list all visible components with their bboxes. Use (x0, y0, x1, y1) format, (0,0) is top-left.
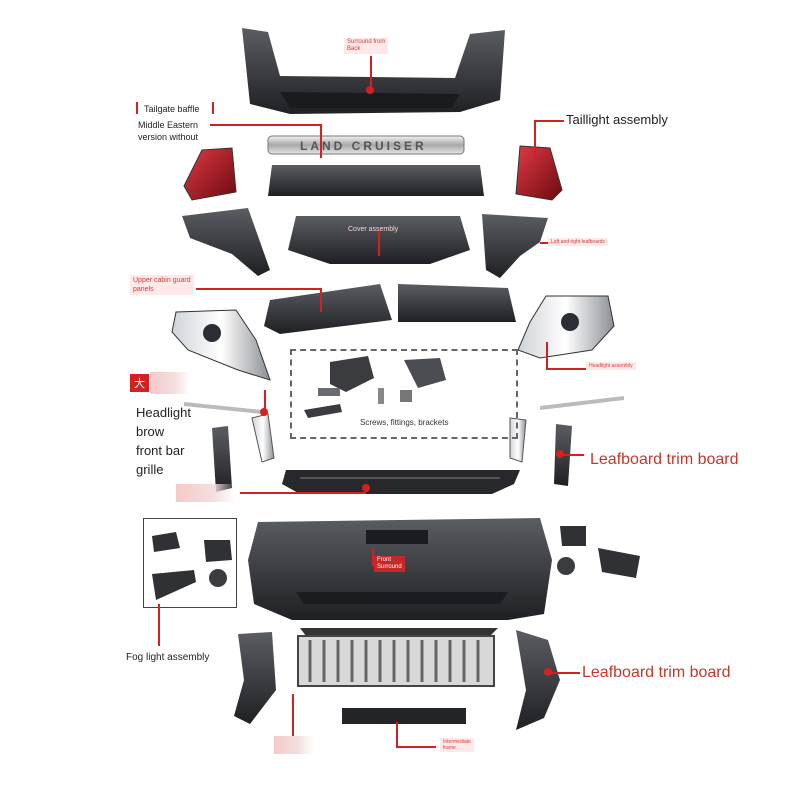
callout-line (158, 604, 160, 646)
tag-red: 大 (130, 374, 149, 392)
label-middle-eastern: Middle Eastern version without (138, 120, 199, 142)
callout-line (320, 288, 322, 312)
hardware-dashed-box (290, 349, 518, 439)
main-grille (297, 635, 495, 687)
label-leafboard-trim-1: Leafboard trim board (590, 451, 739, 468)
leafboard-trim-left (212, 426, 232, 492)
rear-fender-right (482, 214, 548, 278)
callout-dot (362, 484, 370, 492)
label-leafboard-trim-2: Leafboard trim board (582, 664, 731, 681)
callout-line (550, 672, 580, 674)
callout-line (396, 746, 436, 748)
headlight-left (171, 309, 271, 381)
label-cover: Cover assembly (348, 226, 399, 233)
label-leafboards-small: Left and right leafboards (548, 238, 608, 246)
rear-fender-left (182, 208, 270, 276)
label-accent-bar (136, 102, 138, 114)
callout-line (372, 548, 374, 566)
lower-leafboard-right (516, 630, 560, 730)
callout-line (370, 56, 372, 90)
label-blur (176, 484, 236, 502)
drl-right (509, 417, 527, 463)
hardware-brackets (304, 356, 446, 418)
callout-line (378, 230, 380, 256)
fog-light-kit-right (557, 526, 640, 578)
taillight-left (183, 147, 237, 201)
callout-line (292, 694, 294, 736)
intermediate-frame (342, 708, 466, 724)
brow-left (184, 402, 262, 414)
callout-dot (556, 450, 564, 458)
label-front-surround: Front Surround (374, 556, 405, 572)
callout-line (240, 492, 366, 494)
taillight-right (515, 145, 563, 201)
brow-right (540, 396, 624, 410)
label-taillight: Taillight assembly (566, 112, 668, 127)
headlight-right (517, 295, 615, 359)
rear-bumper (242, 28, 505, 114)
fog-light-kit-left (152, 532, 232, 600)
callout-line (534, 120, 564, 122)
callout-dot (260, 408, 268, 416)
front-bar-grille (282, 470, 520, 494)
upper-cabin-guard-right (398, 284, 516, 322)
callout-line (396, 722, 398, 746)
callout-line (534, 120, 536, 162)
callout-line (196, 288, 322, 290)
lower-leafboard-left (234, 632, 276, 724)
front-bumper (248, 518, 552, 636)
callout-dot (366, 86, 374, 94)
label-intermediate: Intermediate frame (440, 738, 474, 752)
callout-line (210, 124, 320, 126)
callout-line (546, 342, 548, 368)
label-tailgate-baffle: Tailgate baffle (144, 104, 200, 114)
callout-line (562, 454, 584, 456)
label-headlight-group: Headlight brow front bar grille (136, 405, 191, 477)
callout-line (546, 368, 586, 370)
callout-line (320, 124, 322, 158)
callout-line (264, 390, 266, 410)
callout-dot (544, 668, 552, 676)
label-surround-rear: Surround from Back (344, 38, 389, 54)
label-screws: Screws, fittings, brackets (360, 418, 449, 427)
drl-left (251, 413, 275, 463)
label-fog-light: Fog light assembly (126, 652, 210, 663)
tailgate-baffle-plate (268, 165, 484, 196)
tag-blur (150, 372, 190, 394)
upper-cabin-guard-left (264, 284, 392, 334)
fog-light-box (143, 518, 237, 608)
label-upper-cabin: Upper cabin guard panels (130, 275, 194, 295)
label-blur (274, 736, 314, 754)
badge-text: LAND CRUISER (300, 139, 427, 153)
label-headlight-small: Headlight assembly (586, 362, 636, 370)
label-accent-bar (212, 102, 214, 114)
chrome-garnish (267, 135, 465, 155)
